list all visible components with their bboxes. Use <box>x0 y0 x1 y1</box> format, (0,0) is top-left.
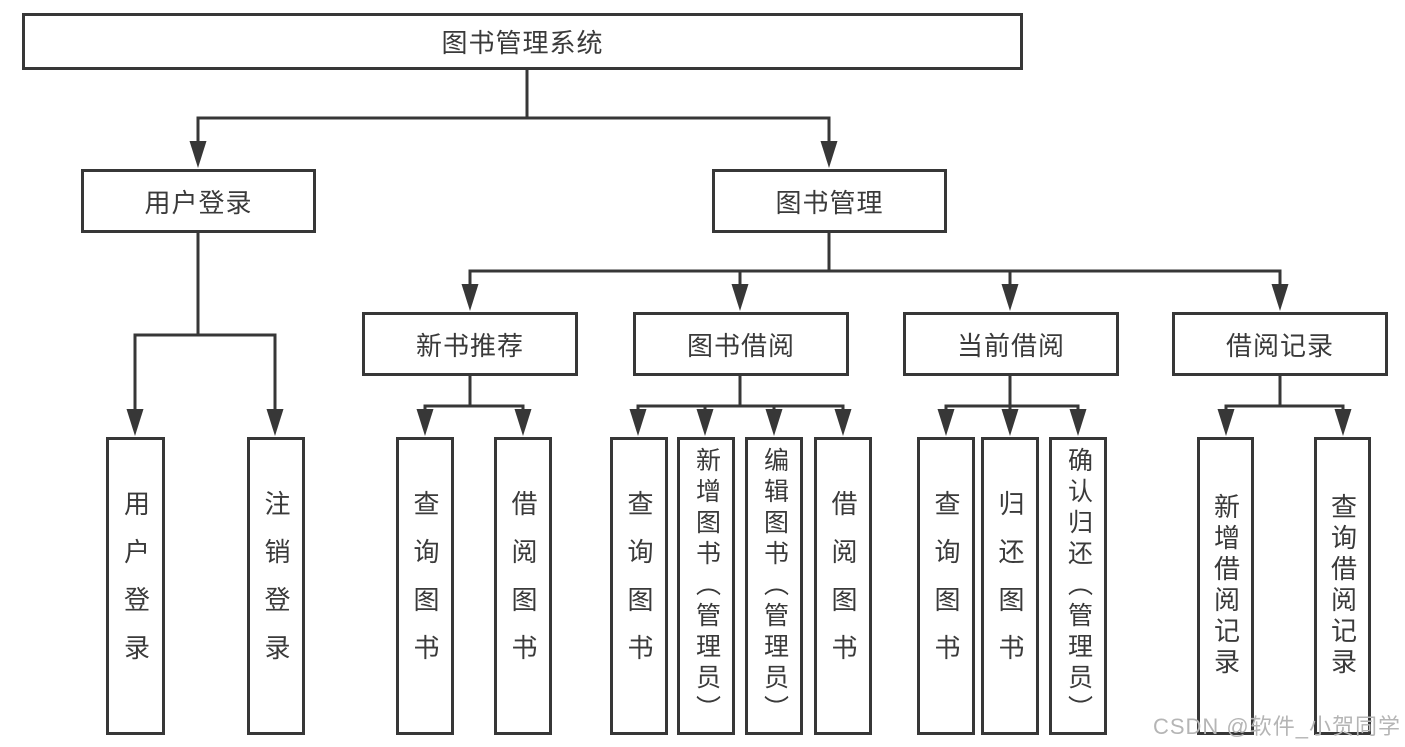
node-current-borrow: 当前借阅 <box>903 312 1119 376</box>
leaf-cb-return-book-label: 归还图书 <box>995 490 1025 682</box>
leaf-br-query-record: 查询借阅记录 <box>1314 437 1371 735</box>
leaf-cb-query-book: 查询图书 <box>917 437 975 735</box>
leaf-br-add-record: 新增借阅记录 <box>1197 437 1254 735</box>
leaf-rec-borrow-book-label: 借阅图书 <box>508 490 538 682</box>
node-book-borrow: 图书借阅 <box>633 312 849 376</box>
leaf-cb-confirm-return-label: 确认归还（管理员） <box>1064 446 1093 726</box>
leaf-bb-edit-book: 编辑图书（管理员） <box>745 437 803 735</box>
leaf-logout-label: 注销登录 <box>261 490 291 682</box>
leaf-rec-query-book: 查询图书 <box>396 437 454 735</box>
leaf-user-login-label: 用户登录 <box>120 490 151 682</box>
leaf-bb-edit-book-label: 编辑图书（管理员） <box>760 446 789 726</box>
leaf-bb-query-book: 查询图书 <box>610 437 668 735</box>
node-user-login: 用户登录 <box>81 169 316 233</box>
leaf-cb-return-book: 归还图书 <box>981 437 1039 735</box>
leaf-cb-confirm-return: 确认归还（管理员） <box>1049 437 1107 735</box>
node-borrow-record: 借阅记录 <box>1172 312 1388 376</box>
leaf-logout: 注销登录 <box>247 437 305 735</box>
leaf-rec-query-book-label: 查询图书 <box>410 490 440 682</box>
node-book-management: 图书管理 <box>712 169 947 233</box>
leaf-bb-query-book-label: 查询图书 <box>624 490 654 682</box>
leaf-bb-add-book-label: 新增图书（管理员） <box>692 446 721 726</box>
leaf-cb-query-book-label: 查询图书 <box>931 490 961 682</box>
leaf-bb-add-book: 新增图书（管理员） <box>677 437 735 735</box>
watermark: CSDN @软件_小贺同学 <box>1152 714 1401 739</box>
leaf-bb-borrow-book: 借阅图书 <box>814 437 872 735</box>
leaf-br-query-record-label: 查询借阅记录 <box>1327 493 1358 679</box>
leaf-br-add-record-label: 新增借阅记录 <box>1210 493 1241 679</box>
leaf-rec-borrow-book: 借阅图书 <box>494 437 552 735</box>
node-root: 图书管理系统 <box>22 13 1023 70</box>
node-new-book-recommend: 新书推荐 <box>362 312 578 376</box>
leaf-user-login: 用户登录 <box>106 437 165 735</box>
leaf-bb-borrow-book-label: 借阅图书 <box>828 490 858 682</box>
